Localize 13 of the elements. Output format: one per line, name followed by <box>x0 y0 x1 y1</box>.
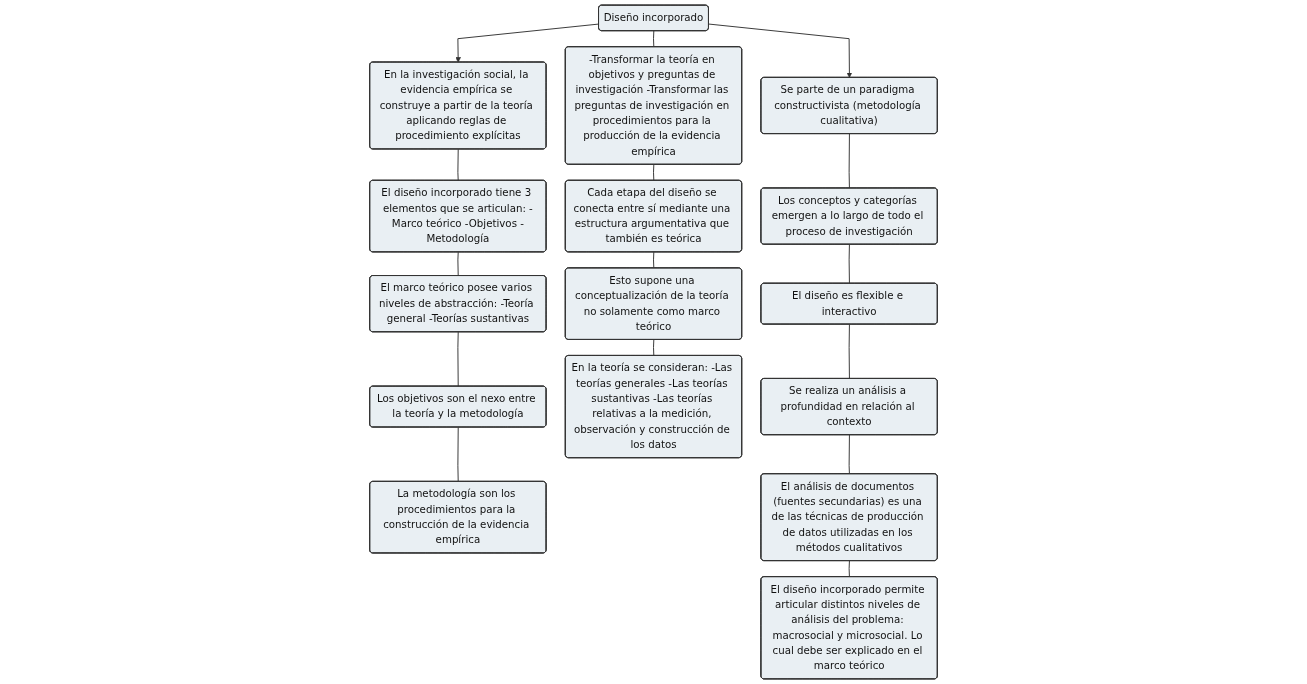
connector <box>653 339 655 357</box>
connector <box>848 560 850 578</box>
connector <box>653 30 655 48</box>
connector <box>457 331 459 387</box>
connector <box>457 426 459 483</box>
connector <box>653 164 655 182</box>
connector <box>457 251 459 277</box>
connector <box>848 323 850 380</box>
connector <box>848 133 850 189</box>
connector <box>848 244 850 284</box>
connector <box>457 148 459 182</box>
connector <box>848 434 850 475</box>
connector <box>653 251 655 269</box>
